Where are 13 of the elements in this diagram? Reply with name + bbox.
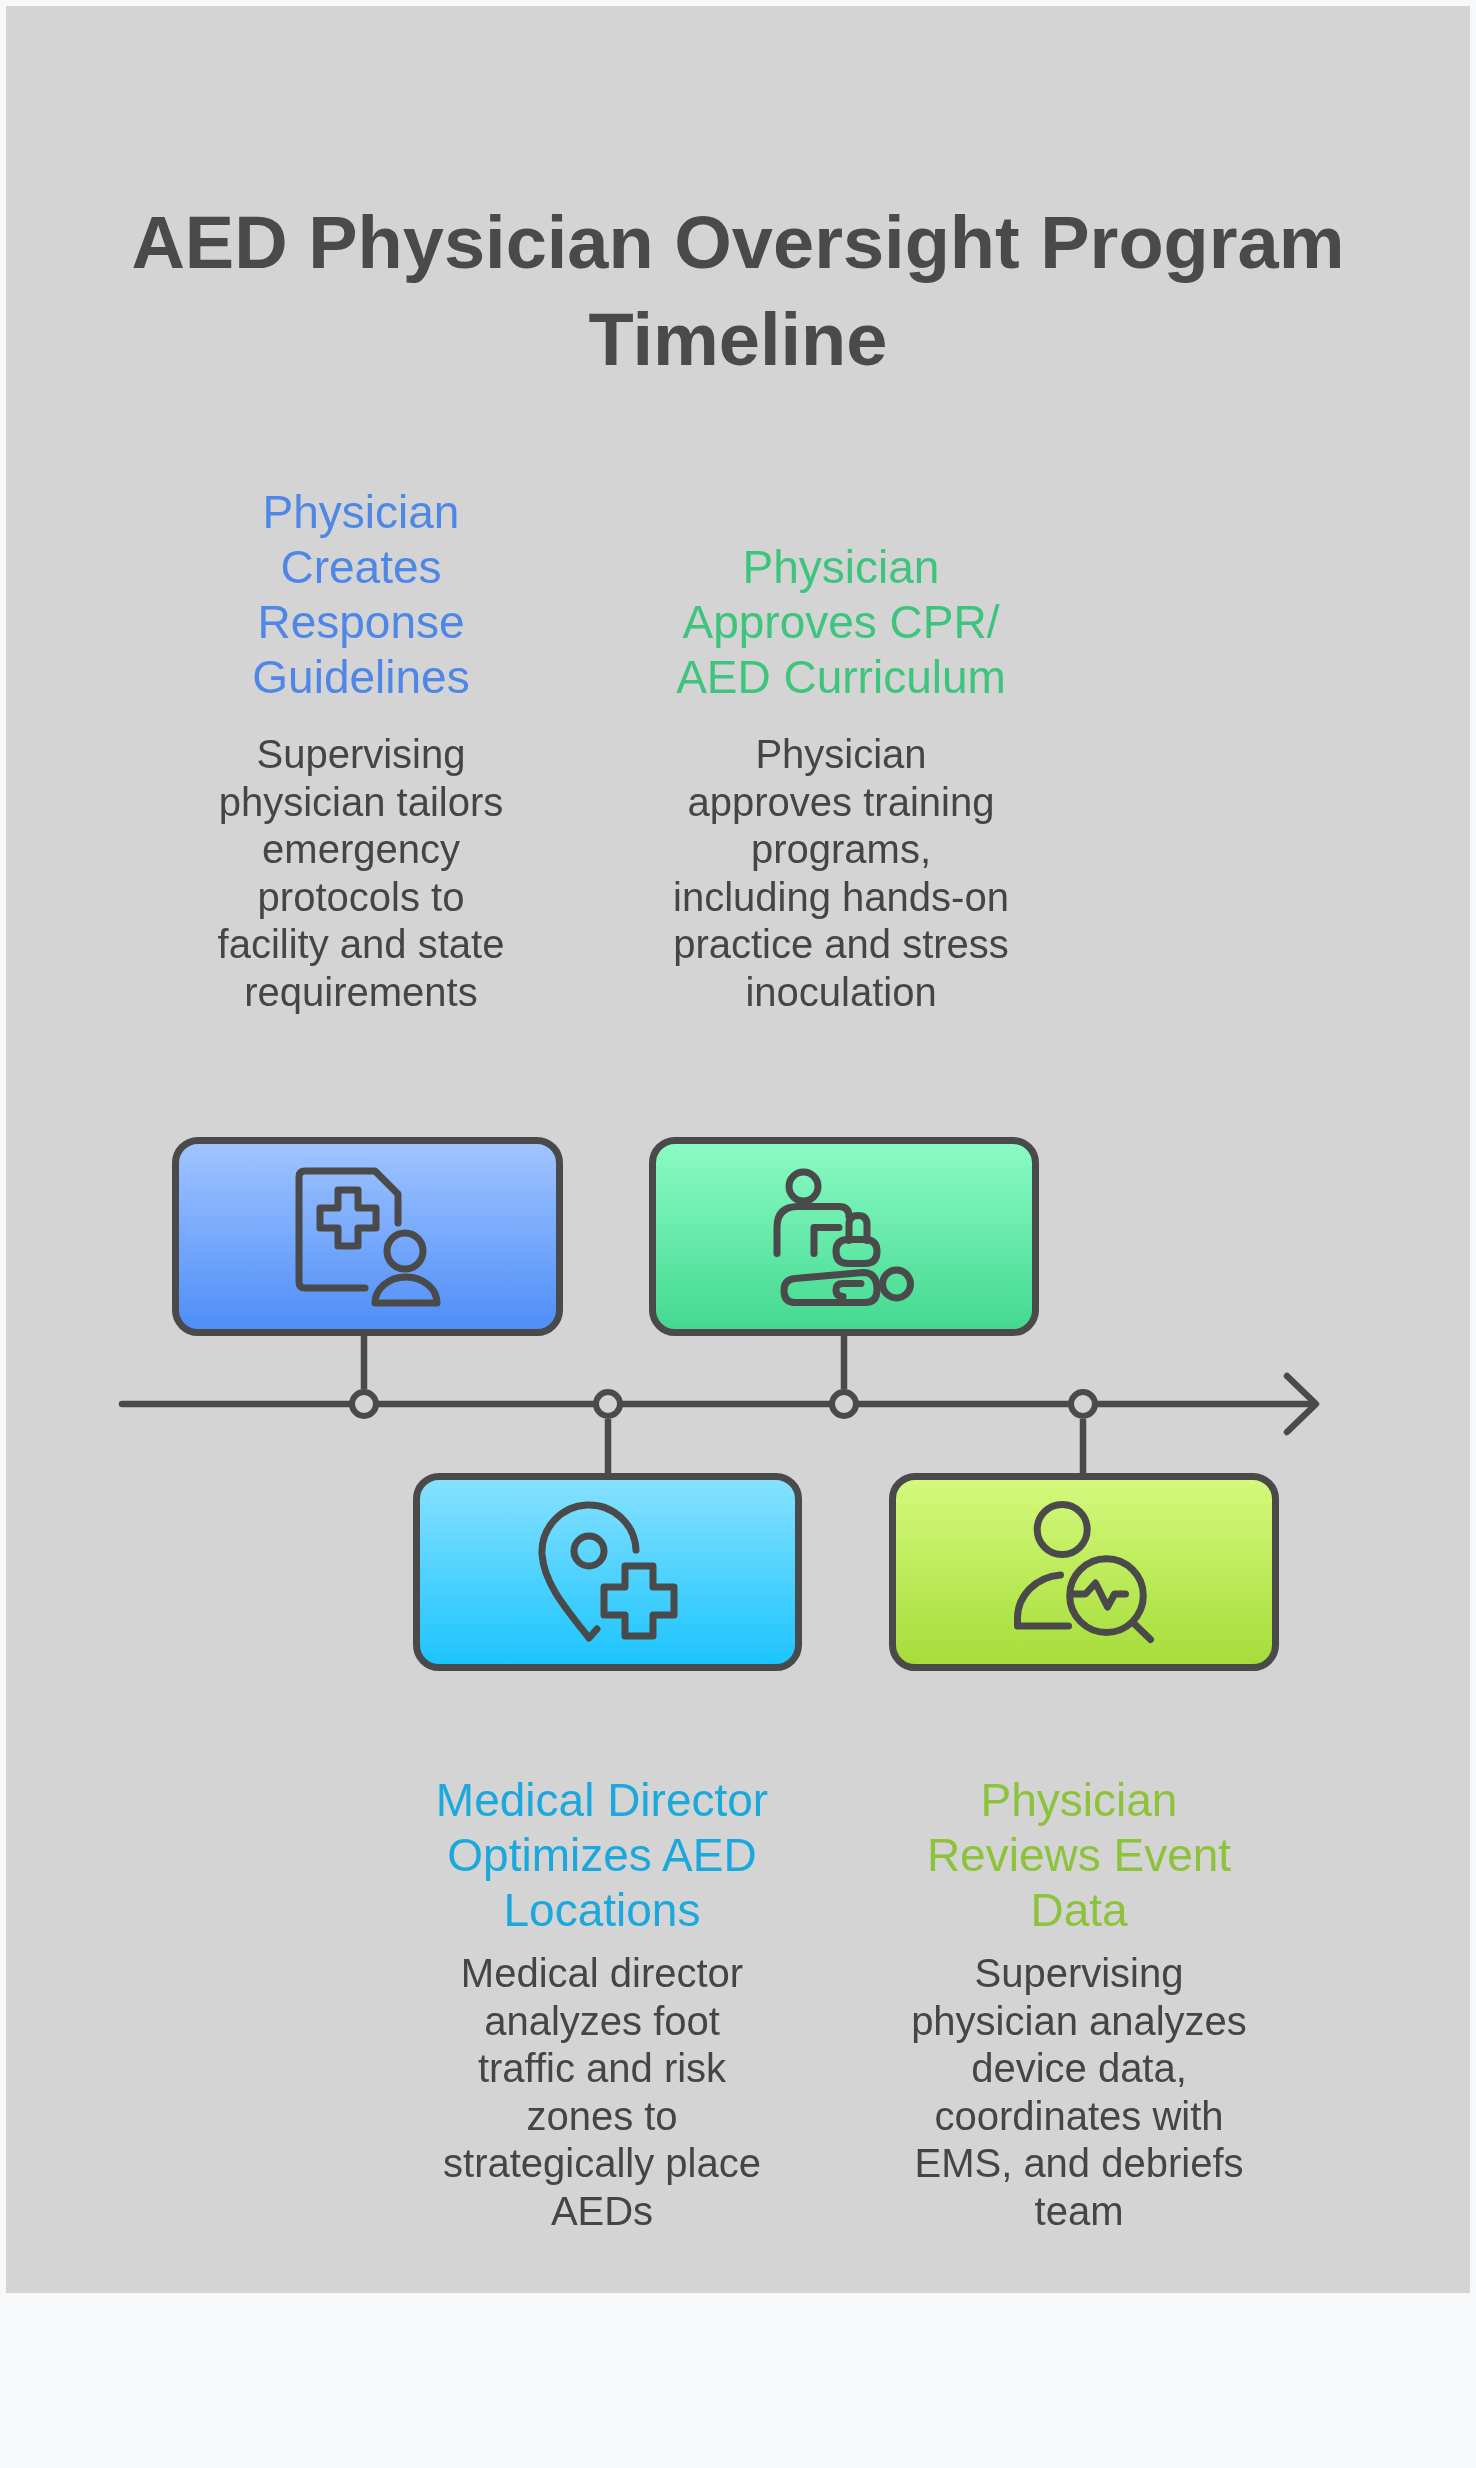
title: AED Physician Oversight Program Timeline xyxy=(130,200,1346,383)
step-heading: Physician Creates Response Guidelines xyxy=(251,485,471,705)
connector-line xyxy=(360,1336,368,1389)
step-heading: Medical Director Optimizes AED Locations xyxy=(434,1773,770,1938)
step-description: Supervising physician tailors emergency protocols to facility and state requirements xyxy=(216,731,506,1016)
connector-line xyxy=(604,1419,612,1473)
step-heading: Physician Reviews Event Data xyxy=(925,1773,1233,1938)
step-description: Physician approves training programs, including hands-on practice and stress inoculation xyxy=(672,731,1010,1016)
step-description: Supervising physician analyzes device data, coordinates with EMS, and debriefs team xyxy=(910,1950,1248,2235)
step-description: Medical director analyzes foot traffic and risk zones to strategically place AEDs xyxy=(442,1950,762,2235)
connector-line xyxy=(1079,1419,1087,1473)
connector-line xyxy=(840,1336,848,1389)
step-heading: Physician Approves CPR/ AED Curriculum xyxy=(675,540,1007,705)
